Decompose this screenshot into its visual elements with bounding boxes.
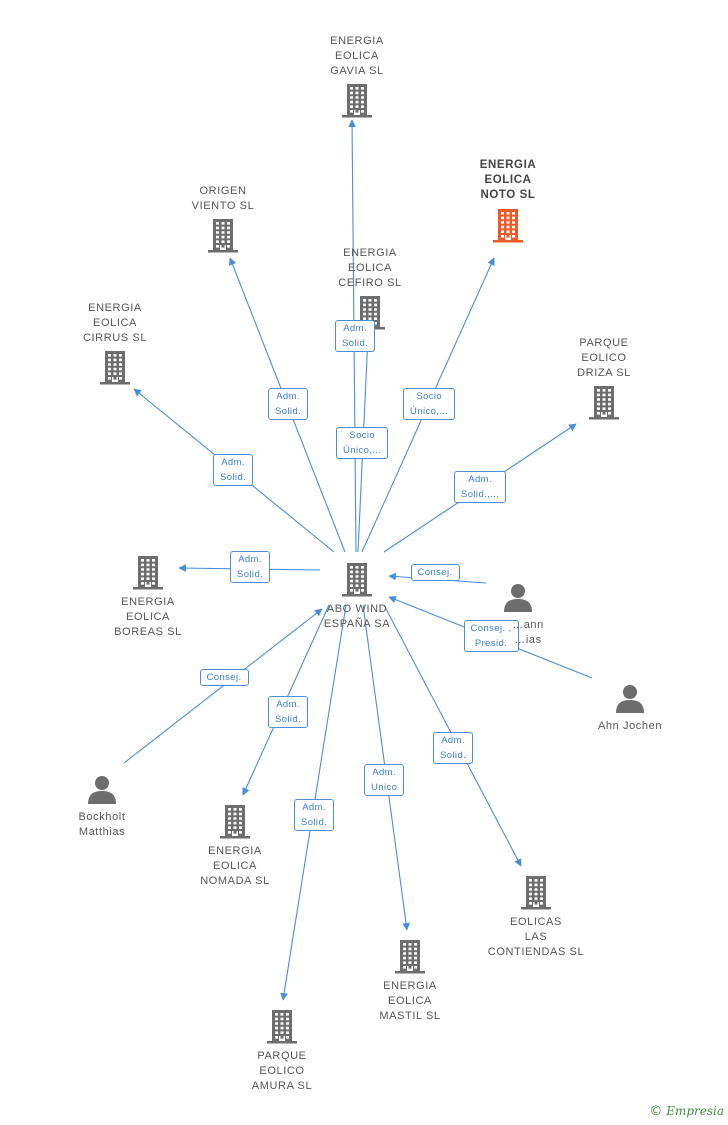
building-icon-boreas[interactable]: [133, 556, 163, 590]
person-icon-hermann[interactable]: [504, 584, 532, 612]
node-label-hermann[interactable]: …ann …ias: [512, 619, 544, 646]
node-label-noto[interactable]: ENERGIA EOLICA NOTO SL: [479, 159, 537, 201]
edge-label-center-contiendas[interactable]: Adm. Solid.: [433, 732, 474, 764]
building-icon-gavia[interactable]: [342, 84, 372, 118]
copyright-icon: ©: [649, 1104, 663, 1119]
node-label-center[interactable]: ABO WIND ESPAÑA SA: [323, 603, 391, 630]
node-label-cirrus[interactable]: ENERGIA EOLICA CIRRUS SL: [82, 302, 148, 344]
edge-label-bockholt-center[interactable]: Consej.: [199, 668, 249, 686]
building-icon-driza[interactable]: [589, 386, 619, 420]
person-icon-bockholt[interactable]: [88, 776, 116, 804]
edge-label-center-boreas[interactable]: Adm. Solid.: [230, 551, 271, 583]
edge-label-center-gavia[interactable]: Adm. Solid.: [335, 320, 376, 352]
edge-label-center-noto[interactable]: Socio Único,...: [403, 388, 456, 420]
node-label-origen[interactable]: ORIGEN VIENTO SL: [191, 185, 255, 212]
edge-label-center-mastil[interactable]: Adm. Unico: [364, 764, 405, 796]
edge-label-center-amura[interactable]: Adm. Solid.: [294, 799, 335, 831]
person-icon-ahn[interactable]: [616, 685, 644, 713]
building-icon-contiendas[interactable]: [521, 876, 551, 910]
node-label-gavia[interactable]: ENERGIA EOLICA GAVIA SL: [330, 35, 384, 77]
node-label-boreas[interactable]: ENERGIA EOLICA BOREAS SL: [114, 596, 182, 638]
building-icon-cirrus[interactable]: [100, 351, 130, 385]
edge-label-ahn-center[interactable]: Consej. , Presid.: [463, 620, 519, 652]
edge-label-center-cefiro[interactable]: Socio Único,...: [336, 427, 389, 459]
building-icon-origen[interactable]: [208, 219, 238, 253]
node-label-amura[interactable]: PARQUE EOLICO AMURA SL: [251, 1050, 313, 1092]
building-icon-mastil[interactable]: [395, 940, 425, 974]
node-label-contiendas[interactable]: EOLICAS LAS CONTIENDAS SL: [487, 916, 585, 958]
edge-label-center-driza[interactable]: Adm. Solid.,...: [454, 471, 507, 503]
edge-label-center-nomada[interactable]: Adm. Solid.: [268, 696, 309, 728]
edge-bockholt-center: [123, 608, 323, 764]
node-label-nomada[interactable]: ENERGIA EOLICA NOMADA SL: [200, 845, 270, 887]
edge-label-hermann-center[interactable]: Consej.: [410, 563, 460, 581]
building-icon-amura[interactable]: [267, 1010, 297, 1044]
node-label-mastil[interactable]: ENERGIA EOLICA MASTIL SL: [379, 980, 441, 1022]
node-label-driza[interactable]: PARQUE EOLICO DRIZA SL: [577, 337, 631, 379]
building-icon-nomada[interactable]: [220, 805, 250, 839]
brand-name: Empresia: [666, 1104, 724, 1118]
building-icon-noto[interactable]: [493, 209, 523, 243]
footer-brand[interactable]: © Empresia: [649, 1104, 724, 1119]
node-label-bockholt[interactable]: Bockholt Matthias: [78, 811, 126, 838]
edge-label-center-cirrus[interactable]: Adm. Solid.: [213, 454, 254, 486]
node-label-ahn[interactable]: Ahn Jochen: [597, 720, 663, 732]
building-icon-center[interactable]: [342, 563, 372, 597]
edge-label-center-origen[interactable]: Adm. Solid.: [268, 388, 309, 420]
node-label-cefiro[interactable]: ENERGIA EOLICA CEFIRO SL: [338, 247, 402, 289]
